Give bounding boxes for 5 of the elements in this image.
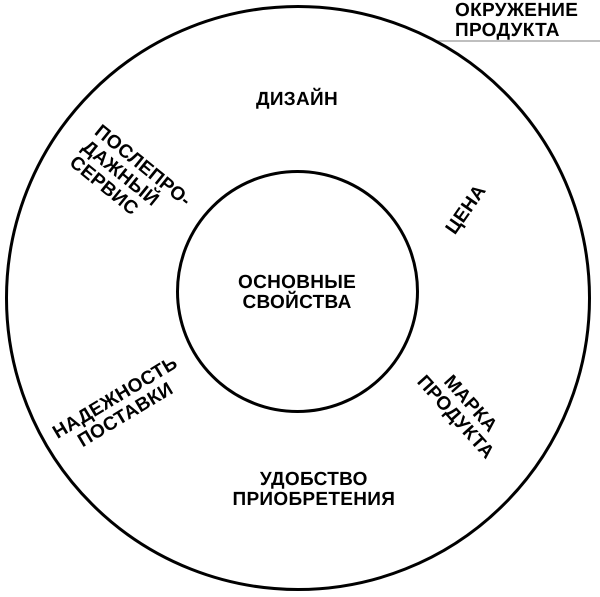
ring-label: ДИЗАЙН	[256, 90, 338, 110]
center-label: ОСНОВНЫЕ СВОЙСТВА	[238, 273, 356, 313]
ring-label: УДОБСТВО ПРИОБРЕТЕНИЯ	[232, 470, 396, 510]
leader-line	[436, 40, 600, 42]
heading-text: ОКРУЖЕНИЕ ПРОДУКТА	[455, 1, 578, 41]
